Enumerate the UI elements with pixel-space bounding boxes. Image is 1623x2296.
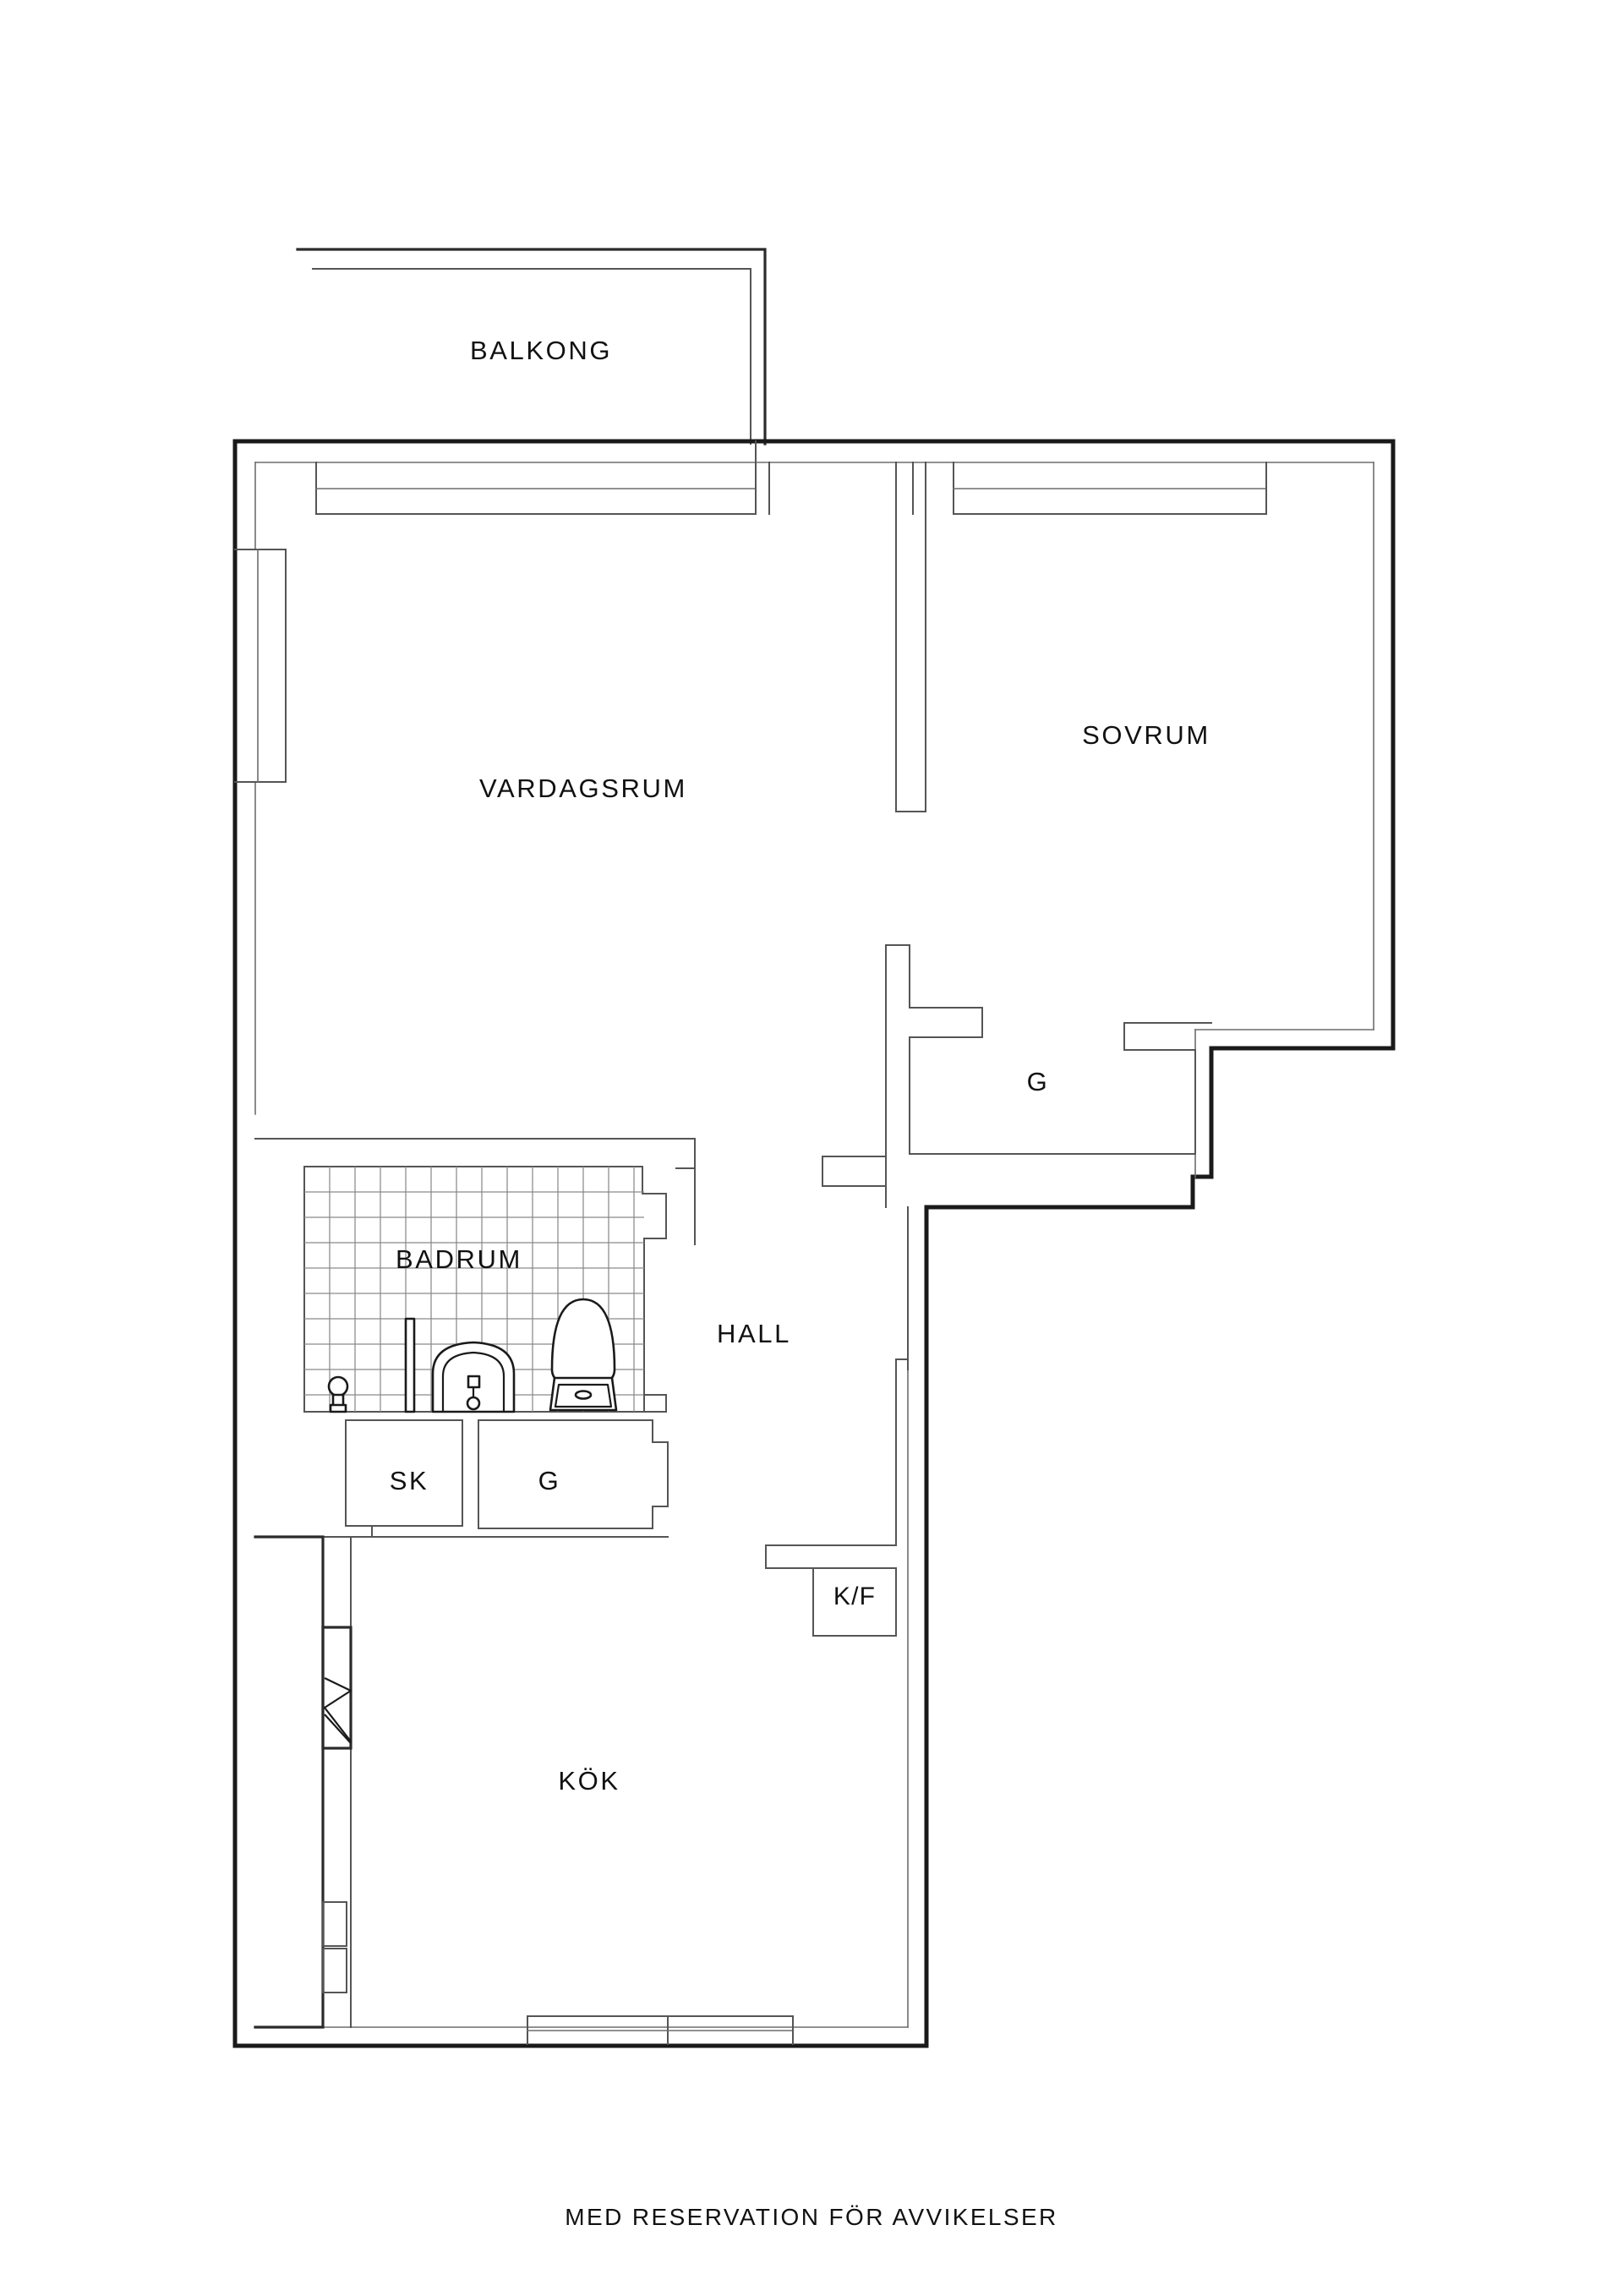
wall-hall-kf-upper [895, 1358, 909, 1546]
wall-kf-box [812, 1567, 897, 1637]
kitchen-cabinet-lower [322, 1948, 347, 1993]
shower-mixer-icon [327, 1375, 349, 1413]
living-room-west-window [234, 549, 287, 783]
room-label-kok: KÖK [558, 1766, 620, 1796]
wall-hall-vertical-main [885, 944, 910, 1208]
wall-hall-kf-shelf [765, 1544, 897, 1569]
room-label-balkong: BALKONG [470, 336, 612, 365]
wall-living-bedroom [895, 462, 926, 812]
room-label-g-hall: G [1027, 1067, 1050, 1096]
room-label-vardagsrum: VARDAGSRUM [479, 774, 687, 803]
room-label-sovrum: SOVRUM [1082, 720, 1210, 750]
closet-g-outline [478, 1419, 669, 1529]
room-label-g-badrum: G [538, 1466, 561, 1495]
room-label-badrum: BADRUM [396, 1244, 522, 1274]
shower-screen [404, 1317, 416, 1413]
room-label-kf: K/F [833, 1583, 876, 1610]
kitchen-south-window-1 [527, 2015, 669, 2045]
kitchen-window-shutter-icon [321, 1626, 352, 1750]
kitchen-south-window-2 [667, 2015, 794, 2045]
footer-disclaimer: MED RESERVATION FÖR AVVIKELSER [565, 2204, 1057, 2230]
wall-g-closet-hall [909, 1007, 1212, 1155]
kitchen-cabinet-upper [322, 1901, 347, 1947]
bedroom-window-top [953, 462, 1267, 515]
kitchen-counter-band [254, 1535, 352, 2029]
room-label-hall: HALL [717, 1319, 791, 1348]
apartment-outer-wall [232, 439, 1396, 2048]
room-label-sk: SK [390, 1466, 429, 1495]
balcony-door [315, 440, 770, 515]
bathroom-sink-icon [431, 1341, 516, 1413]
wall-hall-left-stub [822, 1156, 887, 1187]
kitchen-outline [254, 1525, 669, 1538]
balcony-outline [296, 248, 767, 446]
wall-living-bathroom [254, 1138, 696, 1245]
closet-notch-connector [643, 1394, 667, 1413]
toilet-icon [549, 1298, 618, 1412]
